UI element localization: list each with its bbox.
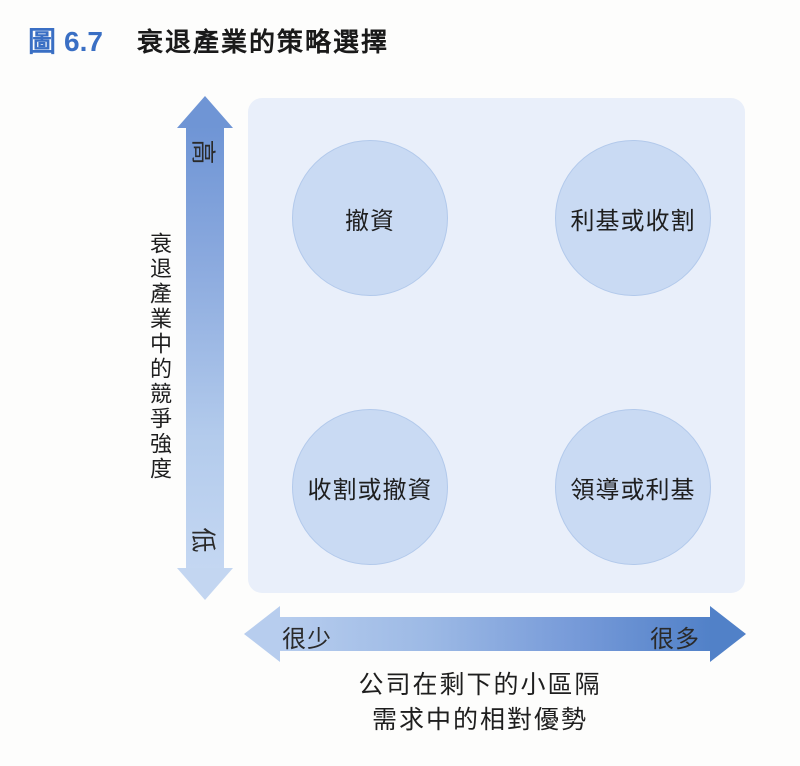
figure-number: 6.7 [64, 26, 103, 57]
matrix-panel: 撤資 利基或收割 收割或撤資 領導或利基 [248, 98, 745, 593]
vertical-axis-arrow: 高 低 [177, 96, 233, 600]
arrow-left-icon [244, 606, 280, 662]
x-axis-few-tick: 很少 [282, 626, 332, 653]
figure-label-prefix: 圖 [28, 26, 58, 57]
x-axis-many-tick: 很多 [650, 626, 700, 653]
quadrant-top-right-bubble: 利基或收割 [555, 140, 711, 296]
vertical-arrow-shaft [186, 126, 224, 570]
y-axis-low-tick: 低 [188, 527, 217, 553]
y-axis-label: 衰退產業中的競爭強度 [147, 232, 172, 482]
figure-title: 衰退產業的策略選擇 [136, 27, 389, 57]
arrow-right-icon [710, 606, 746, 662]
horizontal-axis-arrow: 很少 很多 [244, 606, 746, 662]
quadrant-bottom-right-bubble: 領導或利基 [555, 409, 711, 565]
quadrant-bottom-left-bubble: 收割或撤資 [292, 409, 448, 565]
x-axis-label: 公司在剩下的小區隔 需求中的相對優勢 [230, 668, 730, 738]
x-axis-label-line2: 需求中的相對優勢 [371, 706, 588, 734]
figure-header: 圖 6.7 衰退產業的策略選擇 [28, 20, 389, 60]
arrow-down-icon [177, 568, 233, 600]
arrow-up-icon [177, 96, 233, 128]
quadrant-top-left-bubble: 撤資 [292, 140, 448, 296]
y-axis-high-tick: 高 [188, 139, 217, 165]
horizontal-arrow-shaft [279, 617, 711, 651]
x-axis-label-line1: 公司在剩下的小區隔 [358, 671, 602, 699]
